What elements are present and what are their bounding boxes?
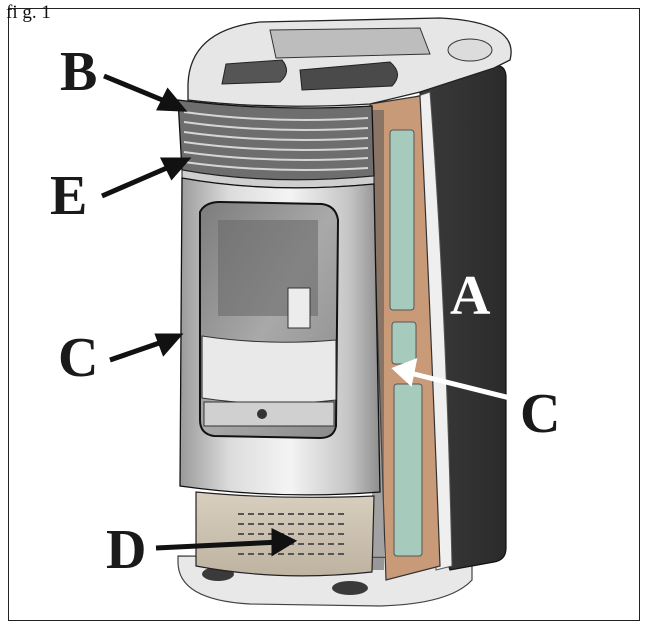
grille-slats — [183, 111, 369, 171]
foot-right — [332, 581, 368, 595]
figure-caption: fi g. 1 — [6, 2, 51, 23]
callout-label-a: A — [450, 265, 491, 327]
side-panel-upper — [389, 129, 415, 311]
door-lower-band — [201, 335, 337, 405]
top-rear-structure — [269, 27, 431, 59]
lower-front-panel — [195, 491, 375, 577]
callout-label-d: D — [106, 519, 147, 581]
callout-label-c-left: C — [58, 327, 99, 389]
door-bottom-rail — [203, 401, 335, 427]
top-grille-opening-right — [299, 61, 398, 91]
side-panel-middle — [391, 321, 417, 365]
leader-arrows — [101, 73, 298, 557]
arrow-e — [101, 161, 177, 199]
leader-arrow-c-right — [391, 358, 519, 403]
side-panel-lower — [393, 383, 423, 557]
callout-label-e: E — [50, 165, 88, 227]
door-handle — [257, 409, 267, 419]
top-flue-collar — [447, 38, 493, 62]
arrow-b — [103, 73, 173, 107]
firebox-ember-pot — [287, 287, 311, 329]
callout-label-c-right: C — [520, 383, 561, 445]
arrow-d — [155, 539, 281, 551]
top-lid — [187, 17, 512, 107]
callout-label-b: B — [60, 41, 98, 103]
top-grille-opening-left — [221, 59, 287, 85]
